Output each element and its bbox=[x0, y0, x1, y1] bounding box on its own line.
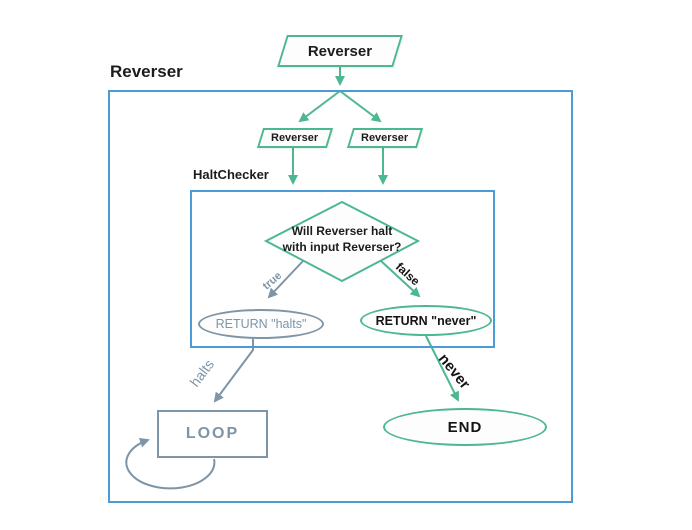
node-copy-right: Reverser bbox=[346, 128, 424, 148]
decision-text: Will Reverser halt with input Reverser? bbox=[267, 224, 417, 255]
outer-reverser-box bbox=[108, 90, 573, 503]
edge-halts-to-loop bbox=[213, 339, 254, 403]
node-return-never: RETURN "never" bbox=[360, 305, 492, 336]
node-copy-left-label: Reverser bbox=[271, 132, 319, 144]
node-copy-left: Reverser bbox=[256, 128, 334, 148]
outer-box-label: Reverser bbox=[110, 62, 183, 81]
edge-never-to-end bbox=[425, 335, 459, 402]
node-loop: LOOP bbox=[157, 410, 268, 458]
node-end-label: END bbox=[447, 418, 483, 436]
node-end: END bbox=[383, 408, 547, 446]
decision-text-line2: with input Reverser? bbox=[282, 239, 402, 254]
node-return-halts-label: RETURN "halts" bbox=[215, 317, 307, 331]
node-loop-label: LOOP bbox=[185, 425, 240, 442]
node-copy-right-label: Reverser bbox=[361, 132, 409, 144]
decision-text-line1: Will Reverser halt bbox=[291, 224, 393, 238]
edge-true-branch bbox=[267, 260, 304, 299]
edge-split-to-copy-left bbox=[298, 90, 341, 123]
node-input-reverser-label: Reverser bbox=[307, 42, 373, 60]
edge-split-to-copy-right bbox=[339, 90, 382, 123]
haltchecker-label: HaltChecker bbox=[193, 167, 269, 182]
decision-diamond bbox=[263, 200, 421, 283]
haltchecker-box bbox=[190, 190, 495, 348]
node-return-halts: RETURN "halts" bbox=[198, 309, 324, 339]
edge-false-branch bbox=[380, 260, 421, 298]
node-input-reverser: Reverser bbox=[277, 35, 403, 67]
node-return-never-label: RETURN "never" bbox=[375, 313, 477, 328]
edge-loop-self bbox=[125, 437, 216, 490]
